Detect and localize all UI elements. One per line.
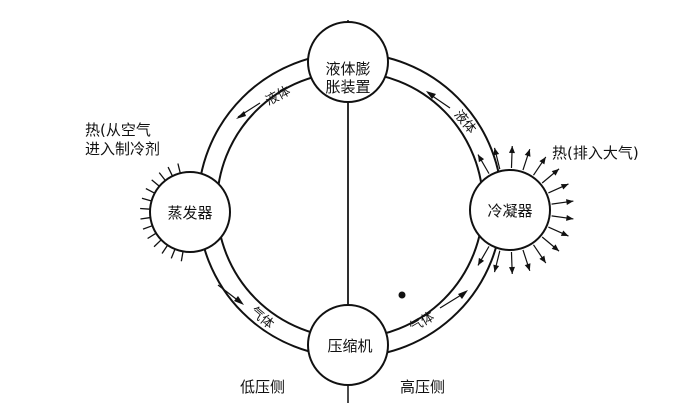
heat-tick — [177, 163, 181, 174]
low-pressure-side-label: 低压侧 — [240, 378, 285, 396]
arrow-head-icon — [508, 266, 515, 274]
condenser-heat-arrows — [477, 146, 574, 274]
evaporator-label: 蒸发器 — [167, 204, 212, 222]
arrow-head-icon — [566, 199, 574, 206]
arrow-down-right-icon — [234, 296, 244, 305]
heat-tick — [170, 248, 176, 259]
arrow-up-right-icon — [458, 290, 468, 299]
ink-dot — [398, 291, 406, 299]
heat-tick — [151, 179, 160, 187]
arrow-left-icon — [236, 111, 246, 119]
flow-label-bottom-left: 气体 — [247, 304, 277, 333]
heat-tick — [140, 207, 151, 210]
heat-tick — [140, 216, 151, 220]
arrow-head-icon — [560, 183, 569, 190]
heat-tick — [147, 232, 157, 240]
arrow-head-icon — [551, 168, 560, 176]
arrow-head-icon — [524, 149, 531, 157]
heat-in-label-1: 热(从空气 — [85, 121, 151, 139]
arrow-up-left-icon — [426, 91, 436, 99]
evaporator-node — [149, 171, 231, 253]
heat-tick — [153, 239, 162, 248]
arrow-head-icon — [551, 244, 560, 252]
arrow-head-icon — [493, 147, 500, 156]
arrow-head-icon — [524, 263, 531, 271]
expansion-valve-node — [307, 21, 389, 103]
heat-tick — [142, 225, 153, 230]
arrow-head-icon — [478, 257, 485, 266]
arrow-head-icon — [508, 146, 515, 154]
high-pressure-side-label: 高压侧 — [400, 378, 445, 396]
heat-out-label: 热(排入大气) — [552, 144, 639, 162]
expansion-valve-label-1: 液体膨 — [325, 60, 370, 78]
condenser-label: 冷凝器 — [487, 202, 532, 220]
heat-in-label-2: 进入制冷剂 — [85, 140, 160, 158]
arrow-head-icon — [478, 154, 485, 163]
arrow-head-icon — [560, 230, 569, 237]
arrow-head-icon — [539, 156, 546, 165]
arrow-head-icon — [566, 214, 574, 221]
compressor-node — [307, 304, 389, 386]
pipe-inner — [216, 71, 484, 339]
arrow-head-icon — [539, 255, 546, 264]
heat-tick — [141, 197, 152, 202]
heat-tick — [145, 187, 155, 194]
condenser-node — [469, 169, 551, 251]
expansion-valve-label-2: 胀装置 — [325, 78, 370, 96]
heat-tick — [167, 166, 174, 177]
heat-tick — [180, 251, 184, 262]
arrow-head-icon — [493, 264, 500, 273]
compressor-label: 压缩机 — [327, 337, 372, 355]
evaporator-heat-ticks — [140, 163, 184, 262]
heat-tick — [161, 244, 169, 254]
heat-tick — [158, 172, 166, 181]
